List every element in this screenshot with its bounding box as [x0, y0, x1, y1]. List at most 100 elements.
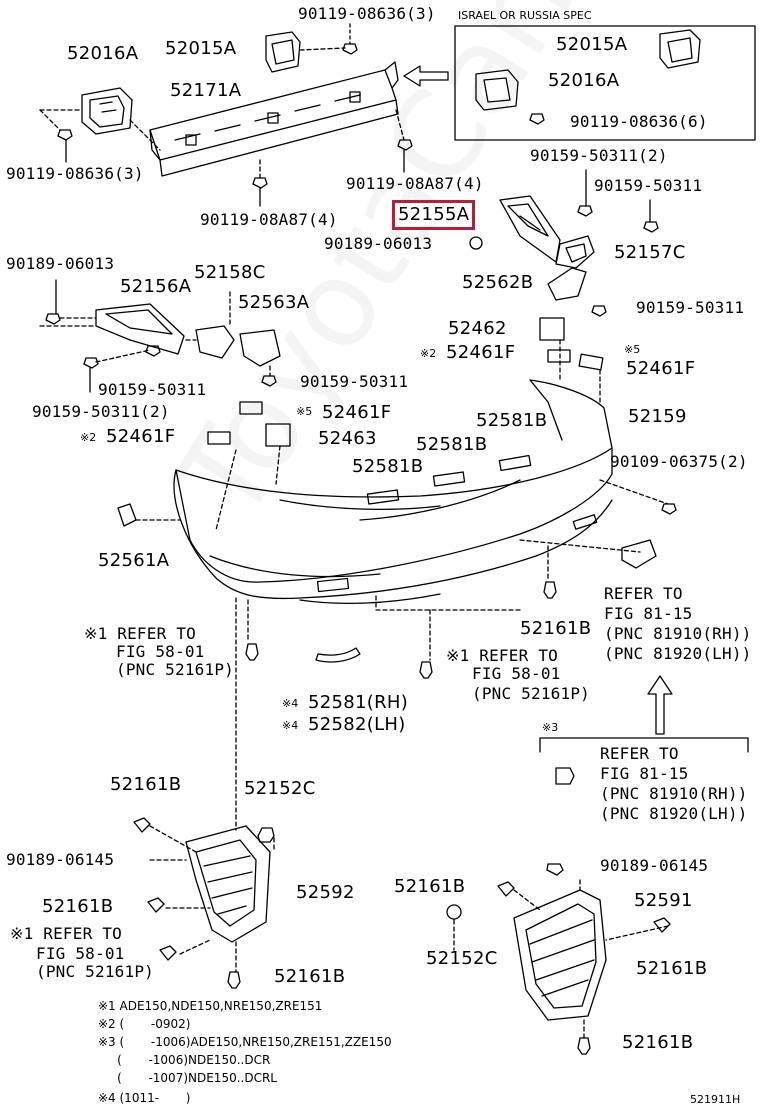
part-label[interactable]: 52015A: [556, 34, 628, 55]
refer-note: ※1 REFER TO: [446, 646, 558, 665]
refer-note: (PNC 52161P): [472, 684, 590, 703]
mudguard-52592: [185, 825, 275, 943]
note-mark: ※4: [282, 697, 299, 710]
refer-note[interactable]: FIG 81-15: [600, 764, 689, 783]
part-label[interactable]: 52161B: [42, 896, 114, 917]
refer-note: (PNC 81920(LH)): [604, 644, 752, 663]
part-label[interactable]: 52462: [448, 318, 507, 339]
legend-line: ※1 ADE150,NDE150,NRE150,ZRE151: [98, 999, 323, 1013]
box-bracket-52015A: [659, 29, 701, 69]
part-label[interactable]: 52015A: [165, 38, 237, 59]
refer-note[interactable]: FIG 58-01: [472, 664, 561, 683]
reflector-strips: [315, 454, 532, 663]
bracket-52156A: [95, 303, 185, 355]
part-label[interactable]: 52461F: [106, 426, 176, 447]
legend-line: ※2 ( -0902): [98, 1017, 191, 1031]
part-label[interactable]: 90189-06013: [324, 234, 433, 253]
refer-note[interactable]: FIG 81-15: [604, 604, 693, 623]
part-label[interactable]: 90119-08636(6): [570, 112, 708, 131]
part-label[interactable]: 90159-50311(2): [32, 402, 170, 421]
part-label[interactable]: 52463: [318, 428, 377, 449]
part-label[interactable]: 52582(LH): [308, 714, 406, 735]
drawing-number: 521911H: [690, 1093, 741, 1106]
bumper-cover: [173, 379, 613, 604]
refer-note: REFER TO: [604, 584, 683, 603]
part-label[interactable]: 52563A: [238, 292, 310, 313]
refer-note[interactable]: FIG 58-01: [116, 642, 205, 661]
part-label[interactable]: 52161B: [110, 774, 182, 795]
part-label[interactable]: 90109-06375(2): [610, 452, 748, 471]
part-label[interactable]: 90189-06013: [6, 254, 115, 273]
part-label[interactable]: 52161B: [622, 1032, 694, 1053]
arrow-up: [647, 675, 673, 735]
clips-52161B: [133, 581, 671, 1055]
part-label[interactable]: 90119-08636(3): [6, 164, 144, 183]
part-label[interactable]: 52152C: [426, 948, 498, 969]
part-label[interactable]: 52161B: [394, 876, 466, 897]
part-label[interactable]: 90119-08636(3): [298, 4, 436, 23]
part-label[interactable]: 52592: [296, 882, 355, 903]
refer-note: (PNC 81920(LH)): [600, 804, 748, 823]
refer-note: (PNC 52161P): [36, 962, 154, 981]
part-label[interactable]: 90159-50311: [98, 380, 207, 399]
legend-line: ( -1007)NDE150..DCRL: [98, 1071, 277, 1085]
part-label[interactable]: 52581B: [476, 410, 548, 431]
legend-line: ※3 ( -1006)ADE150,NRE150,ZRE151,ZZE150: [98, 1035, 392, 1049]
refer-note: (PNC 81910(RH)): [600, 784, 748, 803]
box-bracket-52016A: [475, 69, 519, 111]
part-label[interactable]: 52016A: [548, 70, 620, 91]
refer-note: ※1 REFER TO: [10, 924, 122, 943]
part-label[interactable]: 90159-50311(2): [530, 146, 668, 165]
bolt-90109: [661, 503, 677, 515]
part-label[interactable]: 52461F: [626, 358, 696, 379]
part-label[interactable]: 90189-06145: [600, 856, 709, 875]
note-mark: ※2: [420, 347, 437, 360]
bolts-right: [469, 169, 659, 317]
part-label[interactable]: 90159-50311: [594, 176, 703, 195]
part-label[interactable]: 52171A: [170, 80, 242, 101]
leaders-mudguards: [149, 825, 669, 1039]
part-label[interactable]: 52581B: [352, 456, 424, 477]
part-label[interactable]: 52562B: [462, 272, 534, 293]
part-label[interactable]: 52161B: [520, 618, 592, 639]
variant-box-frame: [454, 25, 756, 141]
part-label[interactable]: 52591: [634, 890, 693, 911]
part-label[interactable]: 90159-50311: [636, 298, 745, 317]
refer-note: (PNC 52161P): [116, 660, 234, 679]
part-label[interactable]: 52461F: [446, 342, 516, 363]
part-label-highlighted[interactable]: 52155A: [391, 200, 476, 230]
variant-box-title: ISRAEL OR RUSSIA SPEC: [458, 9, 592, 22]
part-label[interactable]: 52161B: [636, 958, 708, 979]
leaders-top: [39, 47, 405, 179]
part-label[interactable]: 90159-50311: [300, 372, 409, 391]
part-label[interactable]: 52016A: [67, 43, 139, 64]
side-bracket-52155A: [499, 195, 561, 263]
reinforcement-beam: [149, 61, 399, 177]
part-label[interactable]: 52161B: [274, 966, 346, 987]
part-label[interactable]: 52156A: [120, 276, 192, 297]
group-bracket: [539, 737, 749, 753]
refer-note[interactable]: FIG 58-01: [36, 944, 125, 963]
part-label[interactable]: 52157C: [614, 242, 686, 263]
note-mark: ※2: [80, 431, 97, 444]
bracket-52016A: [81, 87, 133, 135]
part-label[interactable]: 90119-08A87(4): [346, 174, 484, 193]
retainer-52562B: [547, 267, 587, 301]
bracket-52158C: [195, 325, 235, 359]
bracket-81910: [621, 539, 657, 569]
part-label[interactable]: 52152C: [244, 778, 316, 799]
refer-note: REFER TO: [600, 744, 679, 763]
part-label[interactable]: 52581(RH): [308, 692, 409, 713]
part-label[interactable]: 52561A: [98, 550, 170, 571]
legend-line: ( -1006)NDE150..DCR: [98, 1053, 271, 1067]
screw-81910: [555, 767, 575, 785]
part-label[interactable]: 52461F: [322, 402, 392, 423]
bracket-52015A: [265, 31, 301, 73]
part-label[interactable]: 90189-06145: [6, 850, 115, 869]
part-label[interactable]: 52158C: [194, 262, 266, 283]
part-label[interactable]: 90119-08A87(4): [200, 210, 338, 229]
part-label[interactable]: 52581B: [416, 434, 488, 455]
part-label[interactable]: 52159: [628, 406, 687, 427]
note-mark: ※5: [296, 405, 313, 418]
